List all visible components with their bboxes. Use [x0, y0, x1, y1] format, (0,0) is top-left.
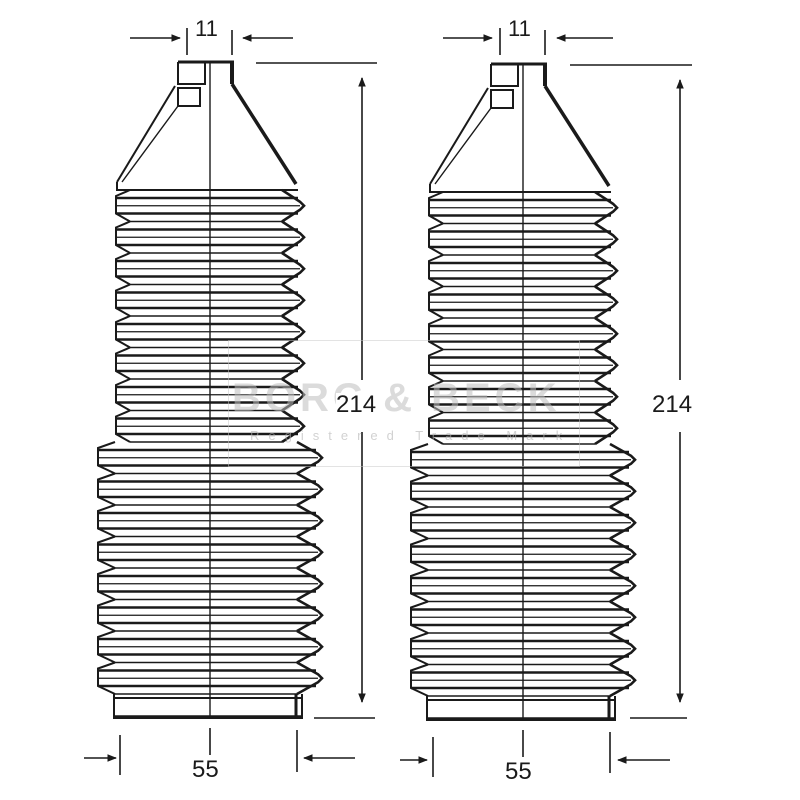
dimension-lines-right — [400, 28, 692, 777]
dimension-bottom-right: 55 — [505, 758, 532, 785]
dimension-lines-left — [84, 28, 377, 775]
dimension-length-right: 214 — [652, 391, 693, 418]
bellows-boot-left — [97, 60, 324, 719]
dimension-top-right: 11 — [508, 16, 531, 41]
dimension-bottom-left: 55 — [192, 756, 219, 783]
dimension-length-left: 214 — [336, 391, 377, 418]
dimension-top-left: 11 — [195, 16, 218, 41]
bellows-boot-right — [410, 62, 637, 721]
